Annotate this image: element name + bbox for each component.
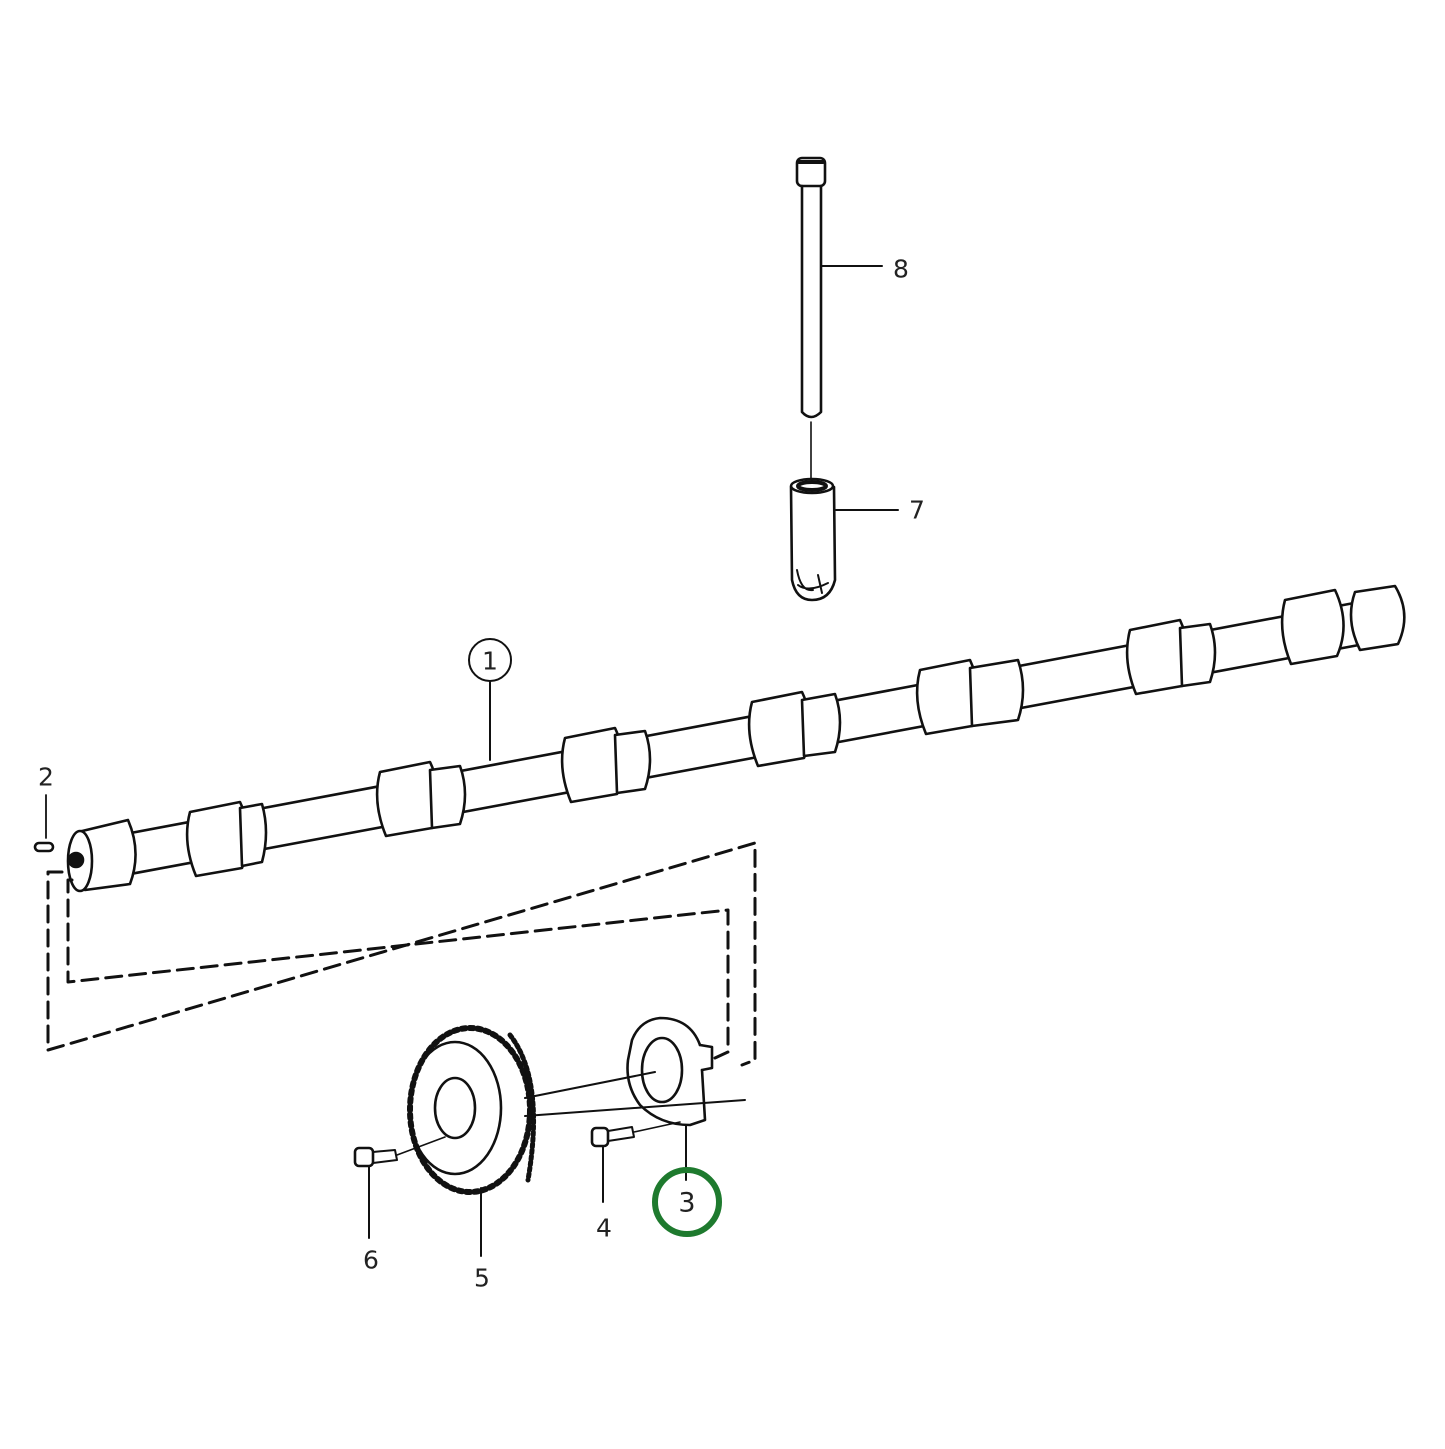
callout-1 [468,638,512,761]
push-rod [795,156,827,479]
callout-label-6: 6 [363,1245,379,1275]
callout-label-1: 1 [482,646,498,676]
callout-label-2: 2 [38,762,54,792]
callout-label-4: 4 [596,1213,612,1243]
callout-label-3: 3 [678,1187,696,1219]
camshaft [66,584,1406,893]
gear-bolt [353,1136,446,1239]
highlight-circle-3 [652,1167,722,1237]
thrust-flange [626,1016,714,1127]
callout-label-8: 8 [893,254,909,284]
callout-label-5: 5 [474,1263,490,1293]
flange-bolt [590,1121,681,1203]
timing-gear [407,1025,537,1195]
dowel-pin [33,794,55,853]
tappet [789,477,837,602]
callout-label-7: 7 [909,495,925,525]
alignment-lines [46,841,757,1067]
